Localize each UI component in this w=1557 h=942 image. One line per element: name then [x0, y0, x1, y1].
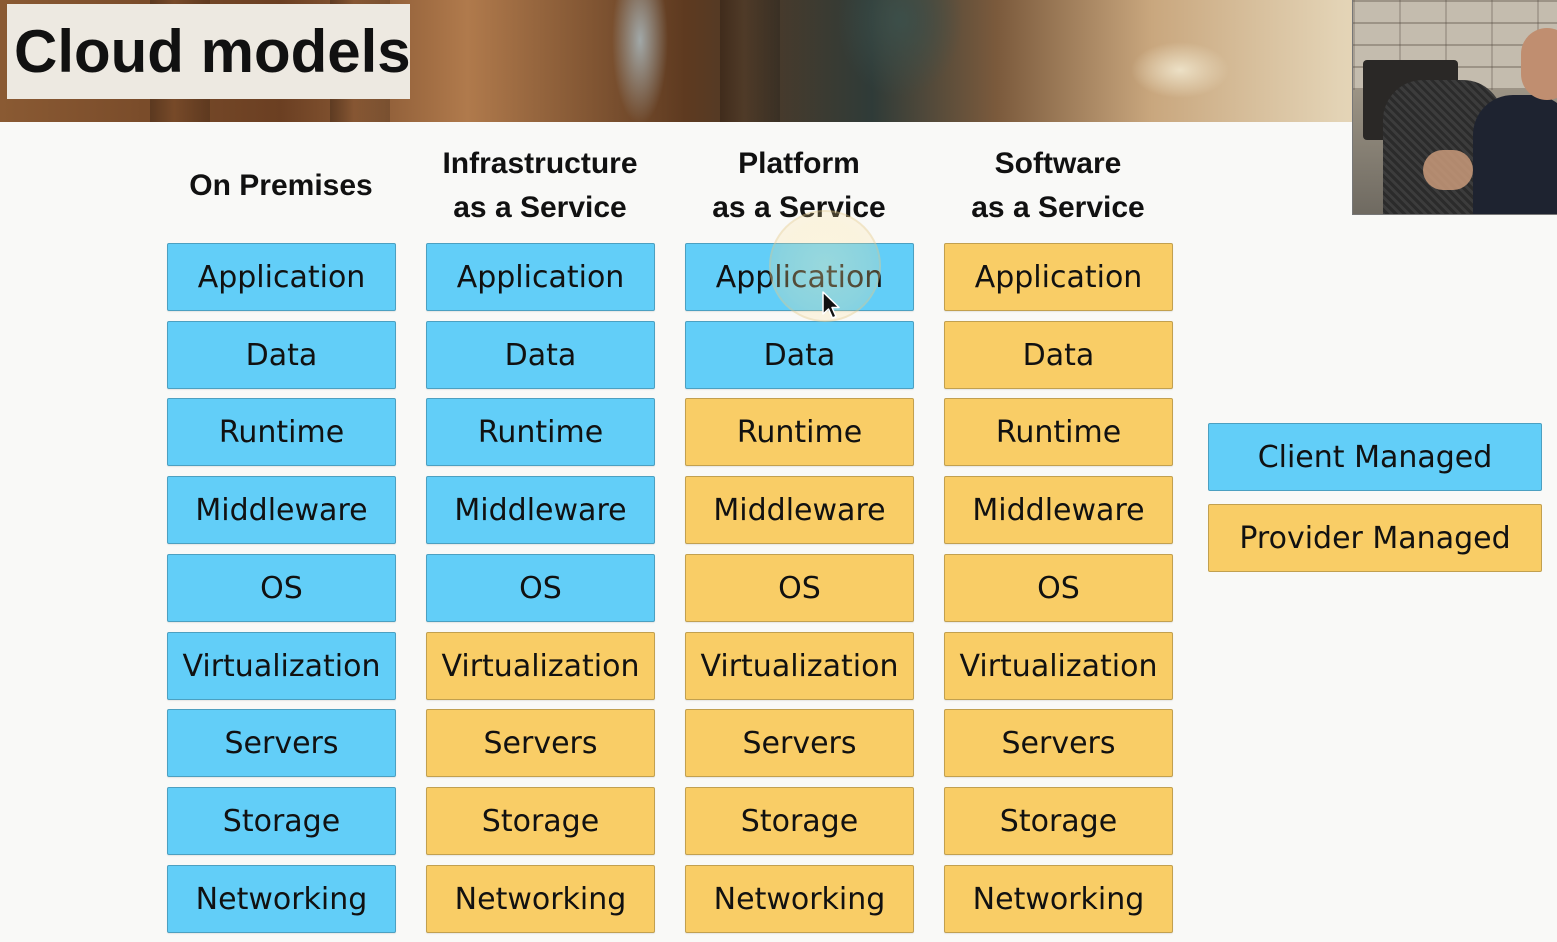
layer-data: Data [944, 321, 1173, 389]
presenter-hand [1423, 150, 1473, 190]
layer-runtime: Runtime [426, 398, 655, 466]
layer-virtualization: Virtualization [685, 632, 914, 700]
layer-networking: Networking [426, 865, 655, 933]
layer-storage: Storage [944, 787, 1173, 855]
column-header-line: Platform [738, 147, 860, 180]
layer-storage: Storage [426, 787, 655, 855]
wood-plank-texture [720, 0, 780, 122]
layer-storage: Storage [685, 787, 914, 855]
layer-application: Application [944, 243, 1173, 311]
layer-servers: Servers [685, 709, 914, 777]
title-box: Cloud models [7, 4, 411, 99]
presenter-head [1521, 28, 1557, 100]
layer-networking: Networking [944, 865, 1173, 933]
legend-provider-managed: Provider Managed [1208, 504, 1542, 572]
layer-middleware: Middleware [685, 476, 914, 544]
layer-networking: Networking [167, 865, 396, 933]
column-header: On Premises [151, 140, 411, 232]
layer-middleware: Middleware [944, 476, 1173, 544]
layer-application: Application [685, 243, 914, 311]
layer-storage: Storage [167, 787, 396, 855]
layer-os: OS [944, 554, 1173, 622]
layer-runtime: Runtime [685, 398, 914, 466]
layer-servers: Servers [944, 709, 1173, 777]
layer-virtualization: Virtualization [944, 632, 1173, 700]
column-header-line: as a Service [453, 191, 627, 224]
presenter-body [1473, 95, 1557, 214]
layer-runtime: Runtime [944, 398, 1173, 466]
layer-data: Data [685, 321, 914, 389]
column-header: Software as a Service [928, 140, 1188, 232]
layer-virtualization: Virtualization [426, 632, 655, 700]
layer-networking: Networking [685, 865, 914, 933]
column-header-line: Infrastructure [442, 147, 638, 180]
layer-os: OS [167, 554, 396, 622]
layer-data: Data [426, 321, 655, 389]
presenter-webcam [1352, 0, 1557, 215]
column-header-line: as a Service [712, 191, 886, 224]
layer-os: OS [685, 554, 914, 622]
mouse-cursor-icon [822, 291, 840, 319]
layer-application: Application [167, 243, 396, 311]
layer-servers: Servers [167, 709, 396, 777]
layer-data: Data [167, 321, 396, 389]
column-header-line: On Premises [189, 169, 373, 202]
column-header-line: Software [994, 147, 1122, 180]
legend-client-managed: Client Managed [1208, 423, 1542, 491]
layer-application: Application [426, 243, 655, 311]
layer-middleware: Middleware [426, 476, 655, 544]
layer-runtime: Runtime [167, 398, 396, 466]
layer-middleware: Middleware [167, 476, 396, 544]
layer-os: OS [426, 554, 655, 622]
column-header: Platform as a Service [669, 140, 929, 232]
column-header: Infrastructure as a Service [410, 140, 670, 232]
column-header-line: as a Service [971, 191, 1145, 224]
slide-title: Cloud models [14, 18, 411, 85]
layer-virtualization: Virtualization [167, 632, 396, 700]
layer-servers: Servers [426, 709, 655, 777]
